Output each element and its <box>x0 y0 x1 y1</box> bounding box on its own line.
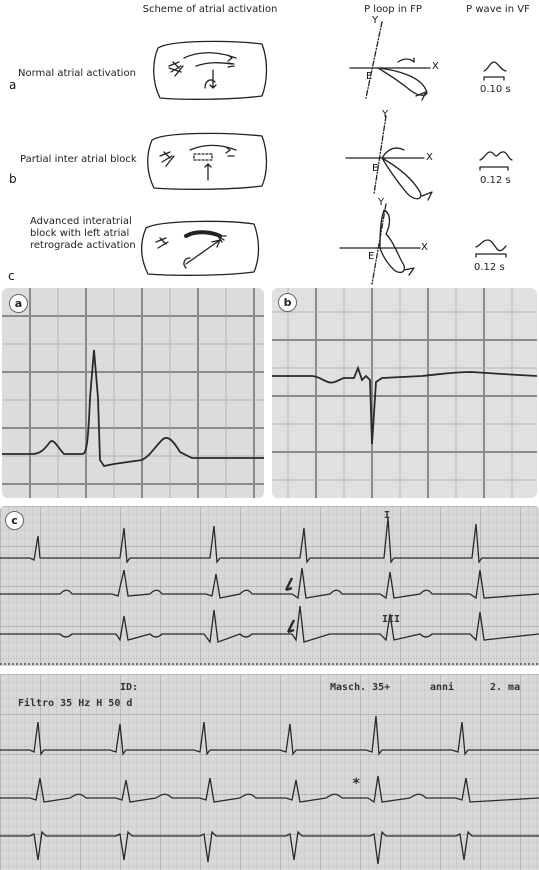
row-c-duration: 0.12 s <box>474 262 505 273</box>
row-a-axis-e: E <box>366 71 373 82</box>
p-loop-b <box>345 115 433 201</box>
ecg-filter-label: Filtro 35 Hz H 50 d <box>18 698 133 709</box>
heart-schematic-a <box>153 40 268 100</box>
panel-a-badge: a <box>9 294 28 313</box>
row-a-duration: 0.10 s <box>480 84 511 95</box>
ecg-star-marker: * <box>352 776 361 792</box>
row-a-axis-x: X <box>432 61 439 72</box>
p-loop-a <box>349 21 431 101</box>
row-b-letter: b <box>9 172 17 186</box>
ecg-date-label: 2. ma <box>490 682 521 693</box>
ecg-trace-a <box>2 349 264 468</box>
diagram-drawings <box>141 21 513 285</box>
row-b-duration: 0.12 s <box>480 175 511 186</box>
heart-schematic-b <box>147 132 268 190</box>
header-pwave: P wave in VF <box>466 4 530 15</box>
row-b-axis-y: Y <box>382 109 389 120</box>
lead-label-iii: III <box>382 614 401 625</box>
row-a-label: Normal atrial activation <box>18 68 136 79</box>
ecg-id-label: ID: <box>120 682 139 693</box>
ecg-trace-b <box>272 365 537 445</box>
ecg-anni-label: anni <box>430 682 455 693</box>
p-wave-c <box>475 239 507 258</box>
ecg-trace-c-lead1 <box>0 517 539 564</box>
row-b-label: Partial inter atrial block <box>20 154 137 165</box>
ecg-trace-c-lead4 <box>0 715 539 756</box>
p-wave-a <box>483 61 507 81</box>
ecg-trace-c-lead3 <box>0 605 539 644</box>
ecg-trace-c-lead2 <box>0 567 539 600</box>
panel-c-badge: c <box>5 511 24 530</box>
row-c-letter: c <box>8 269 15 283</box>
lead-label-i: I <box>384 510 391 521</box>
row-b-axis-e: E <box>372 163 379 174</box>
ecg-masch-label: Masch. 35+ <box>330 682 391 693</box>
row-c-axis-y: Y <box>378 197 385 208</box>
panel-b-badge: b <box>278 293 297 312</box>
ecg-trace-c-lead5 <box>0 775 539 804</box>
heart-schematic-c <box>141 220 260 276</box>
ecg-panel-b: b <box>272 288 537 498</box>
ecg-panel-a: a <box>2 288 264 498</box>
p-wave-b <box>479 151 513 171</box>
row-c-label: Advanced interatrial block with left atr… <box>30 216 136 251</box>
header-ploop: P loop in FP <box>364 4 422 15</box>
row-a-axis-y: Y <box>372 15 379 26</box>
ecg-panel-c-upper: c I III <box>0 506 539 666</box>
ecg-trace-c-lead6 <box>0 830 539 865</box>
row-b-axis-x: X <box>426 152 433 163</box>
row-a-letter: a <box>9 78 17 92</box>
row-c-axis-e: E <box>368 251 375 262</box>
ecg-panel-c-lower: ID: Filtro 35 Hz H 50 d Masch. 35+ anni … <box>0 674 539 870</box>
p-loop-c <box>339 203 421 285</box>
row-c-axis-x: X <box>421 242 428 253</box>
header-scheme: Scheme of atrial activation <box>142 4 278 15</box>
